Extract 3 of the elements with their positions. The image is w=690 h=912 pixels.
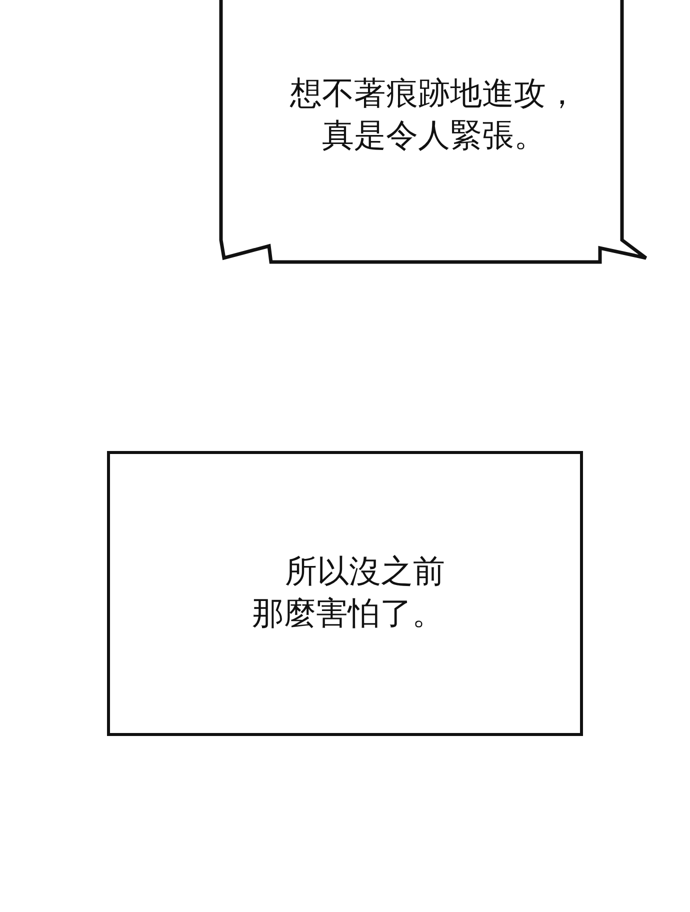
caption-box [107, 451, 583, 736]
speech-text: 想不著痕跡地進攻，真是令人緊張。 [288, 73, 579, 156]
caption-text: 所以沒之前那麼害怕了。 [251, 551, 446, 634]
